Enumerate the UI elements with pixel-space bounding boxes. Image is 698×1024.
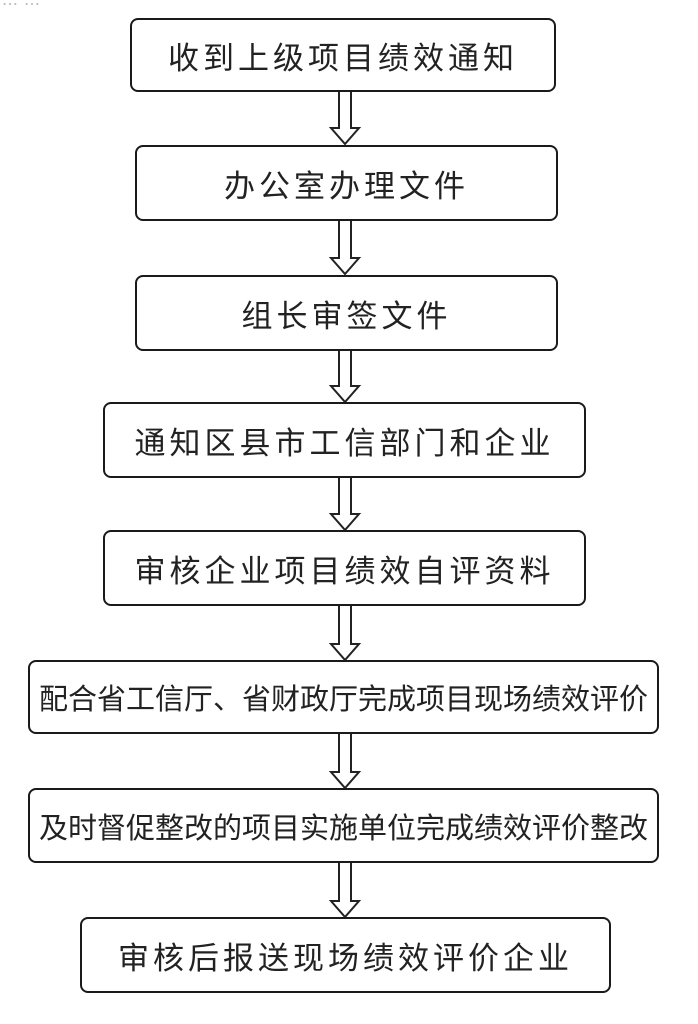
down-arrow-icon: [328, 606, 362, 661]
cut-off-header-text: ……: [2, 0, 46, 9]
down-arrow-icon: [328, 863, 362, 918]
flow-step-label: 配合省工信厅、省财政厅完成项目现场绩效评价: [38, 682, 648, 716]
flow-step-7: 及时督促整改的项目实施单位完成绩效评价整改: [28, 788, 659, 863]
flow-step-label: 组长审签文件: [241, 298, 452, 335]
flow-step-3: 组长审签文件: [135, 275, 558, 351]
flow-step-label: 收到上级项目绩效通知: [168, 40, 518, 77]
flow-step-4: 通知区县市工信部门和企业: [103, 402, 586, 478]
flow-step-label: 及时督促整改的项目实施单位完成绩效评价整改: [38, 810, 648, 845]
flow-step-2: 办公室办理文件: [135, 145, 558, 221]
flow-step-label: 办公室办理文件: [224, 168, 469, 205]
flow-step-label: 审核企业项目绩效自评资料: [134, 553, 555, 590]
flow-step-5: 审核企业项目绩效自评资料: [103, 530, 586, 606]
down-arrow-icon: [328, 734, 362, 789]
flow-step-8: 审核后报送现场绩效评价企业: [80, 917, 611, 993]
down-arrow-icon: [328, 92, 362, 145]
flow-step-label: 审核后报送现场绩效评价企业: [118, 940, 573, 977]
flow-step-label: 通知区县市工信部门和企业: [134, 425, 555, 462]
down-arrow-icon: [328, 351, 362, 403]
flow-step-6: 配合省工信厅、省财政厅完成项目现场绩效评价: [28, 660, 659, 734]
flow-step-1: 收到上级项目绩效通知: [130, 18, 556, 92]
down-arrow-icon: [328, 478, 362, 531]
down-arrow-icon: [328, 221, 362, 275]
